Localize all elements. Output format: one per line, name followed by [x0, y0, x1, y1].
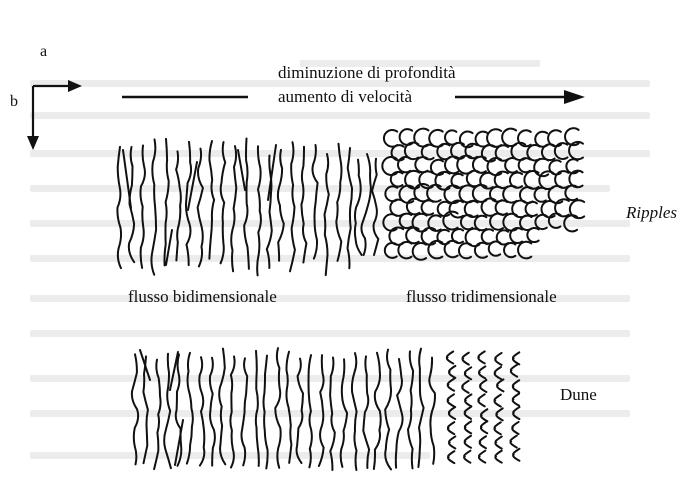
dune-3d-crests: [447, 351, 520, 463]
ripples-label: Ripples: [626, 204, 677, 221]
dune-chevron-crest: [464, 451, 470, 463]
dune-chevron-crest: [448, 422, 454, 434]
ripple-crest-line: [361, 154, 370, 255]
dune-2d-crests: [132, 348, 435, 470]
ripple-crest-line: [372, 159, 378, 255]
ripple-crest-line: [176, 151, 181, 260]
ripple-crest-line: [198, 149, 203, 267]
dune-chevron-crest: [512, 422, 518, 434]
ripple-crest-branch: [123, 150, 131, 208]
dune-chevron-crest: [479, 451, 485, 463]
axis-b-arrowhead: [27, 136, 39, 150]
dune-label: Dune: [560, 386, 597, 403]
ripple-lunate-crest: [519, 158, 530, 172]
ripple-lunate-crest: [489, 241, 500, 255]
bleed-through-text: [30, 60, 650, 459]
dune-crest-line: [418, 349, 423, 467]
axis-a-label: a: [40, 44, 47, 60]
dune-chevron-crest: [513, 394, 519, 406]
dune-crest-line: [187, 353, 193, 464]
dune-crest-line: [256, 351, 259, 466]
dune-chevron-crest: [495, 353, 501, 365]
ripple-crest-line: [336, 144, 341, 261]
dune-crest-line: [132, 354, 138, 464]
ripple-crest-line: [151, 139, 156, 274]
dune-chevron-crest: [465, 436, 471, 448]
ripple-lunate-crest: [505, 158, 517, 173]
dune-chevron-crest: [448, 451, 454, 463]
dune-chevron-crest: [462, 381, 468, 393]
dune-chevron-crest: [447, 352, 453, 364]
dune-crest-line: [219, 349, 225, 465]
ripple-lunate-crest: [496, 200, 507, 214]
ripple-lunate-crest: [482, 229, 493, 243]
ripples-2d-crests: [117, 139, 352, 276]
dune-chevron-crest: [513, 352, 519, 364]
dune-chevron-crest: [495, 451, 501, 463]
dune-chevron-crest: [448, 394, 454, 406]
dune-chevron-crest: [494, 422, 500, 434]
ripple-lunate-crest: [502, 129, 516, 146]
ripple-crest-line: [290, 142, 295, 271]
ripple-crest-line: [312, 145, 317, 259]
dune-chevron-crest: [513, 449, 519, 461]
dune-chevron-crest: [495, 395, 501, 407]
ripple-lunate-crest: [384, 130, 397, 147]
trend-arrowhead: [564, 90, 585, 104]
caption-3d-flow: flusso tridimensionale: [406, 288, 557, 305]
trend-label-velocity: aumento di velocità: [278, 88, 412, 105]
ripple-lunate-crest: [527, 228, 538, 242]
ripple-crest-line: [355, 160, 362, 255]
trend-label-depth: diminuzione di profondità: [278, 64, 456, 81]
dune-crest-branch: [170, 352, 178, 390]
ripple-crest-line: [117, 147, 121, 268]
dune-crest-line: [286, 352, 291, 463]
ripple-crest-line: [278, 150, 284, 261]
dune-crest-line: [275, 348, 280, 468]
axis-b-label: b: [10, 94, 18, 110]
dune-chevron-crest: [511, 365, 517, 377]
dune-chevron-crest: [449, 436, 455, 448]
dune-chevron-crest: [480, 436, 486, 448]
dune-chevron-crest: [463, 353, 469, 365]
ripple-crest-line: [244, 139, 249, 269]
ripple-crest-line: [221, 142, 226, 263]
ripple-crest-line: [164, 139, 168, 266]
dune-chevron-crest: [511, 436, 517, 448]
ripple-crest-line: [231, 146, 236, 271]
ripple-lunate-crest: [445, 130, 456, 144]
dune-chevron-crest: [478, 351, 484, 363]
dune-chevron-crest: [465, 394, 471, 406]
dune-chevron-crest: [495, 437, 501, 449]
dune-chevron-crest: [478, 394, 484, 406]
ripple-crest-line: [301, 147, 306, 263]
ripples-3d-crests: [355, 128, 584, 260]
ripple-crest-line: [348, 148, 353, 268]
ripple-lunate-crest: [526, 202, 537, 216]
caption-2d-flow: flusso bidimensionale: [128, 288, 277, 305]
dune-crest-line: [408, 351, 413, 468]
dune-crest-line: [385, 350, 391, 470]
dune-chevron-crest: [465, 421, 471, 433]
ripple-crest-line: [209, 141, 214, 259]
dune-chevron-crest: [513, 380, 519, 392]
dune-chevron-crest: [481, 421, 487, 433]
ripple-lunate-crest: [422, 200, 434, 214]
ripple-crest-line: [140, 146, 144, 268]
